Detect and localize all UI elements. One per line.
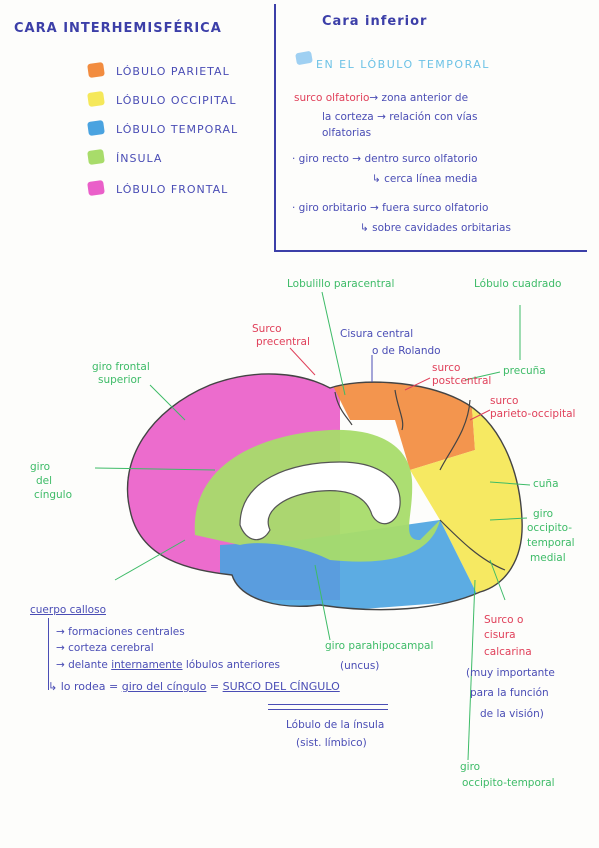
header-lobulo-temporal: EN EL LÓBULO TEMPORAL: [316, 58, 490, 71]
label-giro-cingulo-2: del: [36, 475, 53, 487]
label-giro-cingulo: giro: [30, 461, 51, 473]
legend-label: LÓBULO PARIETAL: [116, 65, 230, 78]
pointer-line: [114, 539, 186, 581]
pointer-line: [489, 481, 531, 486]
label-surco-postcentral: surco: [432, 362, 461, 374]
label-cisura-calcarina-2: cisura: [484, 629, 516, 641]
legend-label: LÓBULO FRONTAL: [116, 183, 229, 196]
label-uncus: (uncus): [340, 660, 380, 672]
sulcus-line: [439, 519, 506, 571]
label-surco-parieto-occipital-2: parieto-occipital: [490, 408, 576, 420]
pointer-line: [94, 467, 216, 471]
note-line: la corteza → relación con vías: [322, 111, 478, 123]
label-surco-precentral: Surco: [252, 323, 282, 335]
pointer-line: [404, 377, 431, 391]
note-surco-olfatorio: surco olfatorio→ zona anterior de: [294, 93, 468, 104]
legend-label: LÓBULO OCCIPITAL: [116, 94, 237, 107]
label-giro-occipito-temporal-medial-2: occipito-: [527, 522, 572, 534]
label-giro-frontal-superior-2: superior: [98, 374, 142, 386]
note-muy-importante: (muy importante: [466, 667, 555, 679]
label-surco-parieto-occipital: surco: [490, 395, 519, 407]
note-line: ↳ cerca línea media: [372, 173, 478, 185]
pointer-line: [489, 559, 506, 601]
bracket-line: [48, 618, 49, 690]
label-giro-parahipocampal: giro parahipocampal: [325, 640, 434, 652]
pointer-line: [489, 517, 528, 521]
note-text: lóbulos anteriores: [185, 659, 280, 671]
sulcus-line: [439, 399, 471, 471]
label-cisura-calcarina: Surco o: [484, 614, 524, 626]
pointer-line: [149, 384, 186, 421]
note-text: giro del cíngulo: [121, 680, 207, 693]
brain-outline: [126, 373, 523, 611]
legend-label: LÓBULO TEMPORAL: [116, 123, 239, 136]
label-giro-occipito-temporal-medial-3: temporal: [527, 537, 575, 549]
label-precuna: precuña: [503, 365, 546, 377]
cara-inferior-box: [274, 4, 587, 252]
note-rodea: ↳ lo rodea = giro del cíngulo = SURCO DE…: [48, 681, 340, 692]
note-text: ↳ lo rodea =: [48, 680, 122, 693]
title-cara-inferior: Cara inferior: [322, 14, 428, 29]
note-corteza-cerebral: → corteza cerebral: [56, 642, 154, 654]
note-line: ↳ sobre cavidades orbitarias: [360, 222, 511, 234]
label-cisura-central: Cisura central: [340, 328, 414, 340]
note-text: → zona anterior de: [369, 92, 469, 104]
pointer-line: [464, 371, 501, 381]
note-text: delante: [68, 659, 108, 671]
note-text: =: [206, 680, 223, 693]
pointer-line: [321, 291, 346, 396]
note-muy-importante-3: de la visión): [480, 708, 544, 720]
red-pointer-lines: [289, 347, 491, 421]
legend-label: ÍNSULA: [116, 152, 163, 165]
label-giro-cingulo-3: cíngulo: [34, 489, 73, 501]
label-giro-occipito-temporal-2: occipito-temporal: [462, 777, 555, 789]
label-surco-postcentral-2: postcentral: [432, 375, 492, 387]
note-formaciones-centrales: → formaciones centrales: [56, 626, 185, 638]
pointer-lines: [94, 291, 531, 761]
label-giro-occipito-temporal-medial-4: medial: [530, 552, 566, 564]
label-lobulo-cuadrado: Lóbulo cuadrado: [474, 278, 562, 290]
note-sist-limbico: (sist. límbico): [296, 737, 367, 749]
pointer-line: [469, 409, 491, 421]
corpus-callosum: [239, 461, 401, 541]
note-text: corteza cerebral: [68, 642, 154, 654]
label-giro-frontal-superior: giro frontal: [92, 361, 150, 373]
label-giro-occipito-temporal-medial: giro: [533, 508, 554, 520]
note-giro-recto: · giro recto → dentro surco olfatorio: [292, 153, 478, 165]
note-text: formaciones centrales: [68, 626, 185, 638]
sulcus-line: [334, 391, 353, 426]
label-lobulillo-paracentral: Lobulillo paracentral: [287, 278, 395, 290]
pointer-line: [467, 579, 476, 761]
label-cisura-central-2: o de Rolando: [372, 345, 441, 357]
pointer-line: [289, 347, 316, 376]
title-cara-interhemisferica: CARA INTERHEMISFÉRICA: [14, 21, 222, 36]
note-text: internamente: [111, 659, 183, 671]
note-delante: → delante internamente lóbulos anteriore…: [56, 659, 280, 671]
sulcus-line: [394, 389, 404, 431]
label-cuna: cuña: [533, 478, 559, 490]
double-underline: [268, 704, 388, 710]
note-lobulo-insula: Lóbulo de la ínsula: [286, 719, 385, 731]
note-muy-importante-2: para la función: [470, 687, 549, 699]
label-surco-precentral-2: precentral: [256, 336, 310, 348]
note-cuerpo-calloso: cuerpo calloso: [30, 604, 106, 616]
label-cisura-calcarina-3: calcarina: [484, 646, 532, 658]
term-surco-olfatorio: surco olfatorio: [294, 92, 370, 104]
pointer-line: [314, 564, 331, 641]
note-giro-orbitario: · giro orbitario → fuera surco olfatorio: [292, 202, 489, 214]
note-line: olfatorias: [322, 127, 372, 139]
label-giro-occipito-temporal: giro: [460, 761, 481, 773]
note-text: SURCO DEL CÍNGULO: [222, 680, 340, 693]
